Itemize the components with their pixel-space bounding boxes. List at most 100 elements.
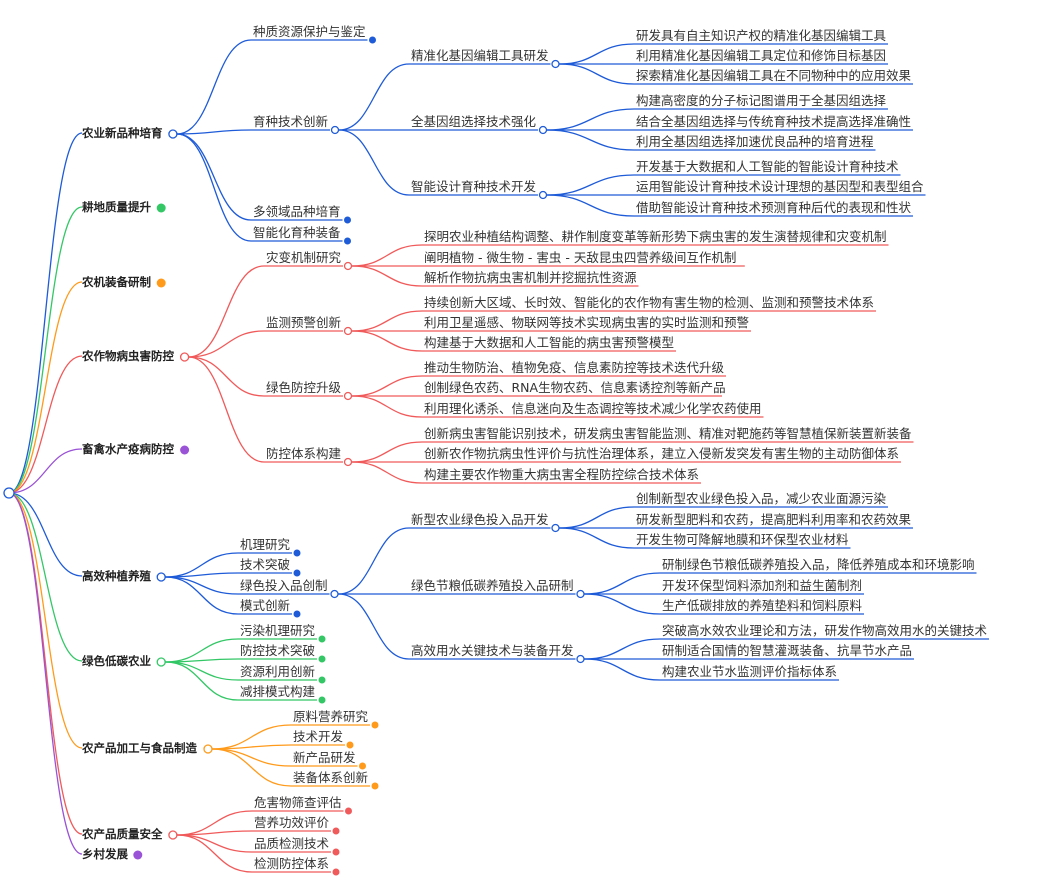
subtopic-toggle-node[interactable] <box>343 457 353 467</box>
branch-toggle-node[interactable] <box>156 572 166 582</box>
detail-label: 探索精准化基因编辑工具在不同物种中的应用效果 <box>636 68 912 83</box>
branch-collapsed-dot[interactable] <box>156 203 166 213</box>
subtopic-collapsed-dot[interactable] <box>332 868 340 876</box>
branch-collapsed-dot[interactable] <box>156 278 166 288</box>
subtopic-toggle-node[interactable] <box>330 125 340 135</box>
connector-to-subtopic <box>165 661 239 681</box>
subtopic-collapsed-dot[interactable] <box>293 549 301 557</box>
branch-label: 绿色低碳农业 <box>82 654 151 668</box>
subtopic-collapsed-dot[interactable] <box>344 237 351 245</box>
branch-label: 农机装备研制 <box>82 275 151 289</box>
connector-to-topic <box>351 265 423 287</box>
connector-to-subtopic <box>165 661 239 701</box>
subtopic-collapsed-dot[interactable] <box>332 827 340 835</box>
subtopic-collapsed-dot[interactable] <box>332 848 340 856</box>
subtopic-collapsed-dot[interactable] <box>371 782 379 790</box>
subtopic-label: 绿色投入品创制 <box>240 578 328 593</box>
connector-root-to-branch <box>8 206 83 494</box>
connector-to-topic <box>351 441 423 463</box>
connector-root-to-branch <box>8 281 83 494</box>
branch-toggle-node[interactable] <box>156 657 166 667</box>
topic-label: 创新农作物抗病虫性评价与抗性治理体系，建立入侵新发突发有害生物的主动防御体系 <box>424 446 900 461</box>
subtopic-toggle-node[interactable] <box>343 326 353 336</box>
subtopic-collapsed-dot[interactable] <box>318 635 326 643</box>
subtopic-collapsed-dot[interactable] <box>346 741 354 749</box>
subtopic-collapsed-dot[interactable] <box>318 676 326 684</box>
subtopic-label: 资源利用创新 <box>240 664 316 679</box>
topic-toggle-node[interactable] <box>538 190 548 200</box>
connector-to-subtopic <box>188 265 265 358</box>
topic-label: 精准化基因编辑工具研发 <box>411 48 549 63</box>
subtopic-label: 灾变机制研究 <box>266 250 342 265</box>
connector-to-detail <box>546 174 635 196</box>
subtopic-label: 绿色防控升级 <box>266 380 342 395</box>
connector-to-detail <box>584 658 661 681</box>
detail-label: 利用精准化基因编辑工具定位和修饰目标基因 <box>636 48 887 63</box>
subtopic-toggle-node[interactable] <box>343 261 353 271</box>
topic-label: 创制绿色农药、RNA生物农药、信息素诱控剂等新产品 <box>424 380 726 395</box>
subtopic-collapsed-dot[interactable] <box>293 610 301 618</box>
branch-label: 乡村发展 <box>82 847 128 861</box>
branch-collapsed-dot[interactable] <box>133 850 143 860</box>
connector-to-subtopic <box>165 576 239 595</box>
topic-toggle-node[interactable] <box>576 589 585 599</box>
connector-root-to-branch <box>8 492 83 577</box>
detail-label: 运用智能设计育种技术设计理想的基因型和表型组合 <box>636 179 924 194</box>
connector-root-to-branch <box>8 132 83 494</box>
topic-label: 利用卫星遥感、物联网等技术实现病虫害的实时监测和预警 <box>424 315 750 330</box>
subtopic-toggle-node[interactable] <box>330 589 339 599</box>
branch-toggle-node[interactable] <box>203 744 213 754</box>
connector-to-topic <box>351 244 423 267</box>
connector-root-to-branch <box>8 492 83 855</box>
branch-collapsed-dot[interactable] <box>180 445 190 455</box>
connector-to-subtopic <box>211 748 292 787</box>
subtopic-collapsed-dot[interactable] <box>318 655 326 663</box>
subtopic-label: 新产品研发 <box>293 750 356 765</box>
subtopic-label: 原料营养研究 <box>293 709 369 724</box>
subtopic-collapsed-dot[interactable] <box>318 696 326 704</box>
detail-label: 生产低碳排放的养殖垫料和饲料原料 <box>662 598 863 613</box>
connector-to-detail <box>546 108 635 131</box>
subtopic-label: 多领域品种培育 <box>253 204 341 219</box>
connector-to-subtopic <box>211 748 292 767</box>
branch-label: 农作物病虫害防控 <box>82 349 174 363</box>
connector-to-detail <box>559 506 635 529</box>
topic-toggle-node[interactable] <box>551 523 560 533</box>
root-node[interactable] <box>3 487 15 499</box>
subtopic-toggle-node[interactable] <box>343 391 353 401</box>
subtopic-label: 污染机理研究 <box>240 623 316 638</box>
subtopic-collapsed-dot[interactable] <box>371 721 379 729</box>
branch-label: 畜禽水产疫病防控 <box>82 442 174 456</box>
connector-to-topic <box>351 375 423 397</box>
connector-to-subtopic <box>165 572 239 578</box>
connector-to-subtopic <box>176 39 252 135</box>
detail-label: 构建高密度的分子标记图谱用于全基因组选择 <box>636 93 887 108</box>
branch-toggle-node[interactable] <box>168 129 178 139</box>
connector-to-detail <box>546 129 635 151</box>
topic-toggle-node[interactable] <box>576 654 585 664</box>
connector-to-subtopic <box>176 834 253 853</box>
connector-to-detail <box>546 194 635 217</box>
connector-root-to-branch <box>8 492 83 835</box>
branch-toggle-node[interactable] <box>168 830 178 840</box>
connector-to-topic <box>351 330 423 352</box>
detail-label: 创制新型农业绿色投入品，减少农业面源污染 <box>636 491 887 506</box>
topic-toggle-node[interactable] <box>551 59 560 69</box>
branch-toggle-node[interactable] <box>179 352 190 362</box>
connector-to-detail <box>584 593 661 615</box>
subtopic-collapsed-dot[interactable] <box>344 216 351 224</box>
connector-to-topic <box>351 310 423 332</box>
subtopic-collapsed-dot[interactable] <box>369 36 376 44</box>
subtopic-collapsed-dot[interactable] <box>293 569 301 577</box>
subtopic-collapsed-dot[interactable] <box>359 762 366 770</box>
connector-to-subtopic <box>188 356 265 463</box>
subtopic-label: 品质检测技术 <box>254 836 330 851</box>
topic-toggle-node[interactable] <box>538 125 548 135</box>
detail-label: 利用全基因组选择加速优良品种的培育进程 <box>636 134 874 149</box>
detail-label: 研制适合国情的智慧灌溉装备、抗旱节水产品 <box>662 643 913 658</box>
connector-to-subtopic <box>176 834 253 873</box>
subtopic-collapsed-dot[interactable] <box>345 807 352 815</box>
subtopic-label: 种质资源保护与鉴定 <box>253 24 366 39</box>
detail-label: 开发环保型饲料添加剂和益生菌制剂 <box>662 578 863 593</box>
